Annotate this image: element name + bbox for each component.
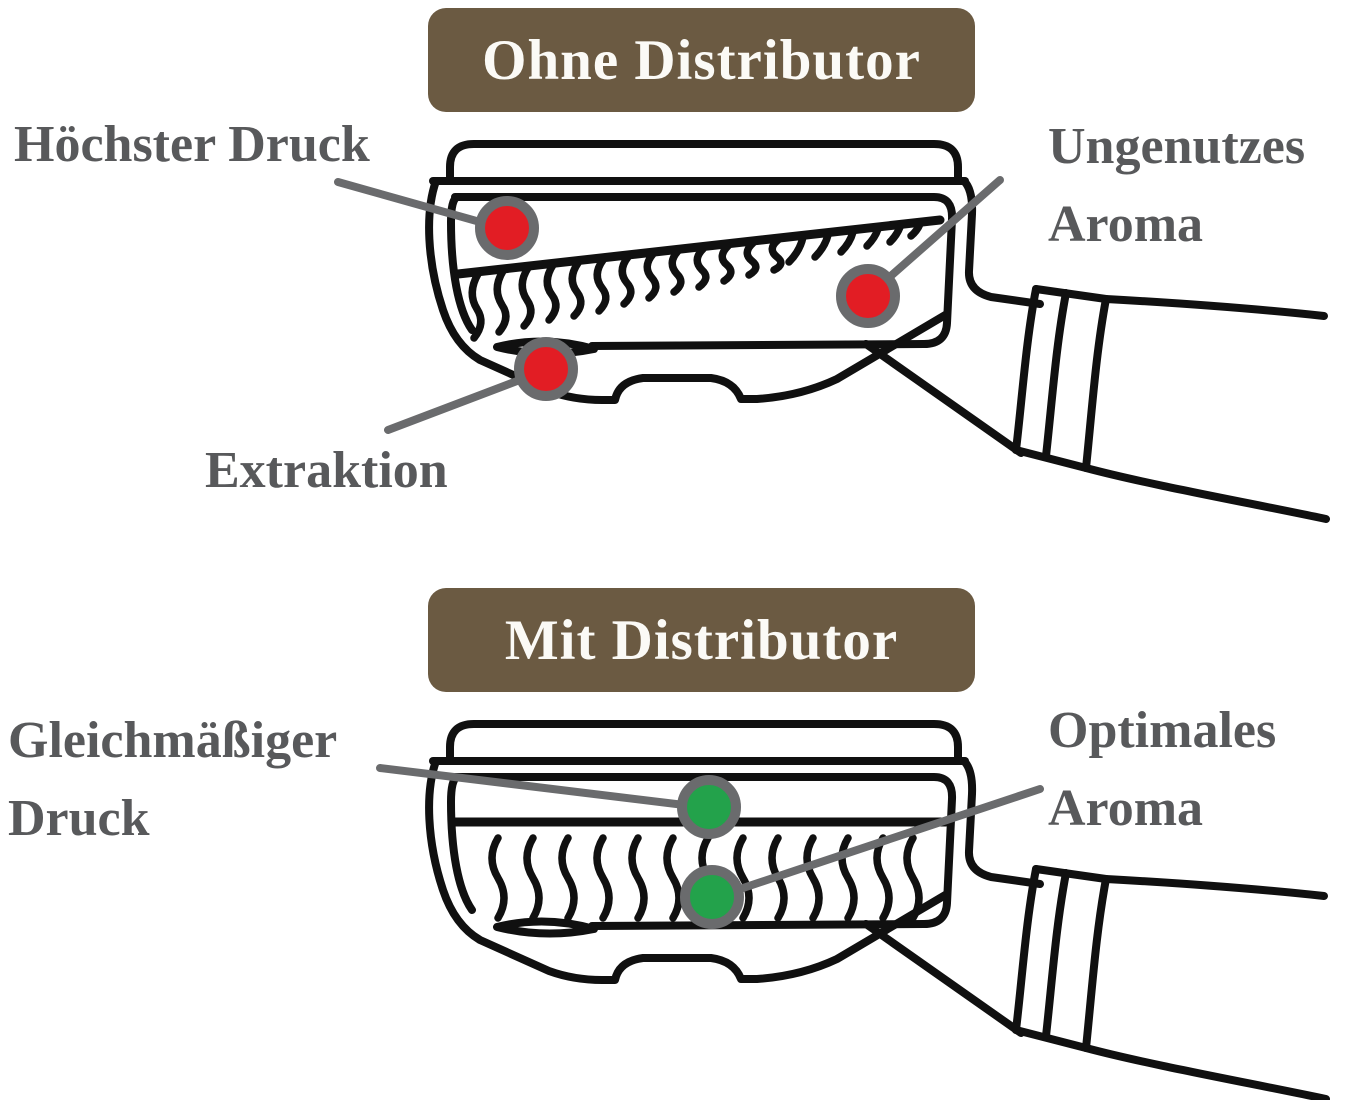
portafilter-top-drawing	[429, 144, 1326, 519]
coffee-bed-uneven-line	[453, 215, 945, 279]
label-extraktion: Extraktion	[205, 442, 448, 499]
steam-lines-even	[488, 834, 923, 922]
section-header-without-distributor: Ohne Distributor	[428, 8, 975, 112]
label-ungenutztes-aroma: Ungenutzes Aroma	[1048, 118, 1306, 253]
markers	[475, 196, 900, 929]
marker-gleichmaessiger-druck	[677, 775, 741, 839]
marker-optimales-aroma	[680, 865, 744, 929]
label-hoechster-druck: Höchster Druck	[14, 116, 370, 173]
connector-optimales-aroma	[709, 785, 1044, 902]
steam-lines-uneven	[468, 220, 924, 342]
connector-gleichmaessiger-druck	[376, 764, 713, 812]
label-optimales-aroma: Optimales Aroma	[1048, 702, 1277, 837]
label-gleichmaessiger-druck: Gleichmäßiger Druck	[8, 712, 337, 847]
marker-hoechster-druck	[475, 196, 539, 260]
section-header-with-distributor: Mit Distributor	[428, 588, 975, 692]
marker-ungenutztes-aroma	[836, 264, 900, 328]
marker-extraktion	[514, 337, 578, 401]
